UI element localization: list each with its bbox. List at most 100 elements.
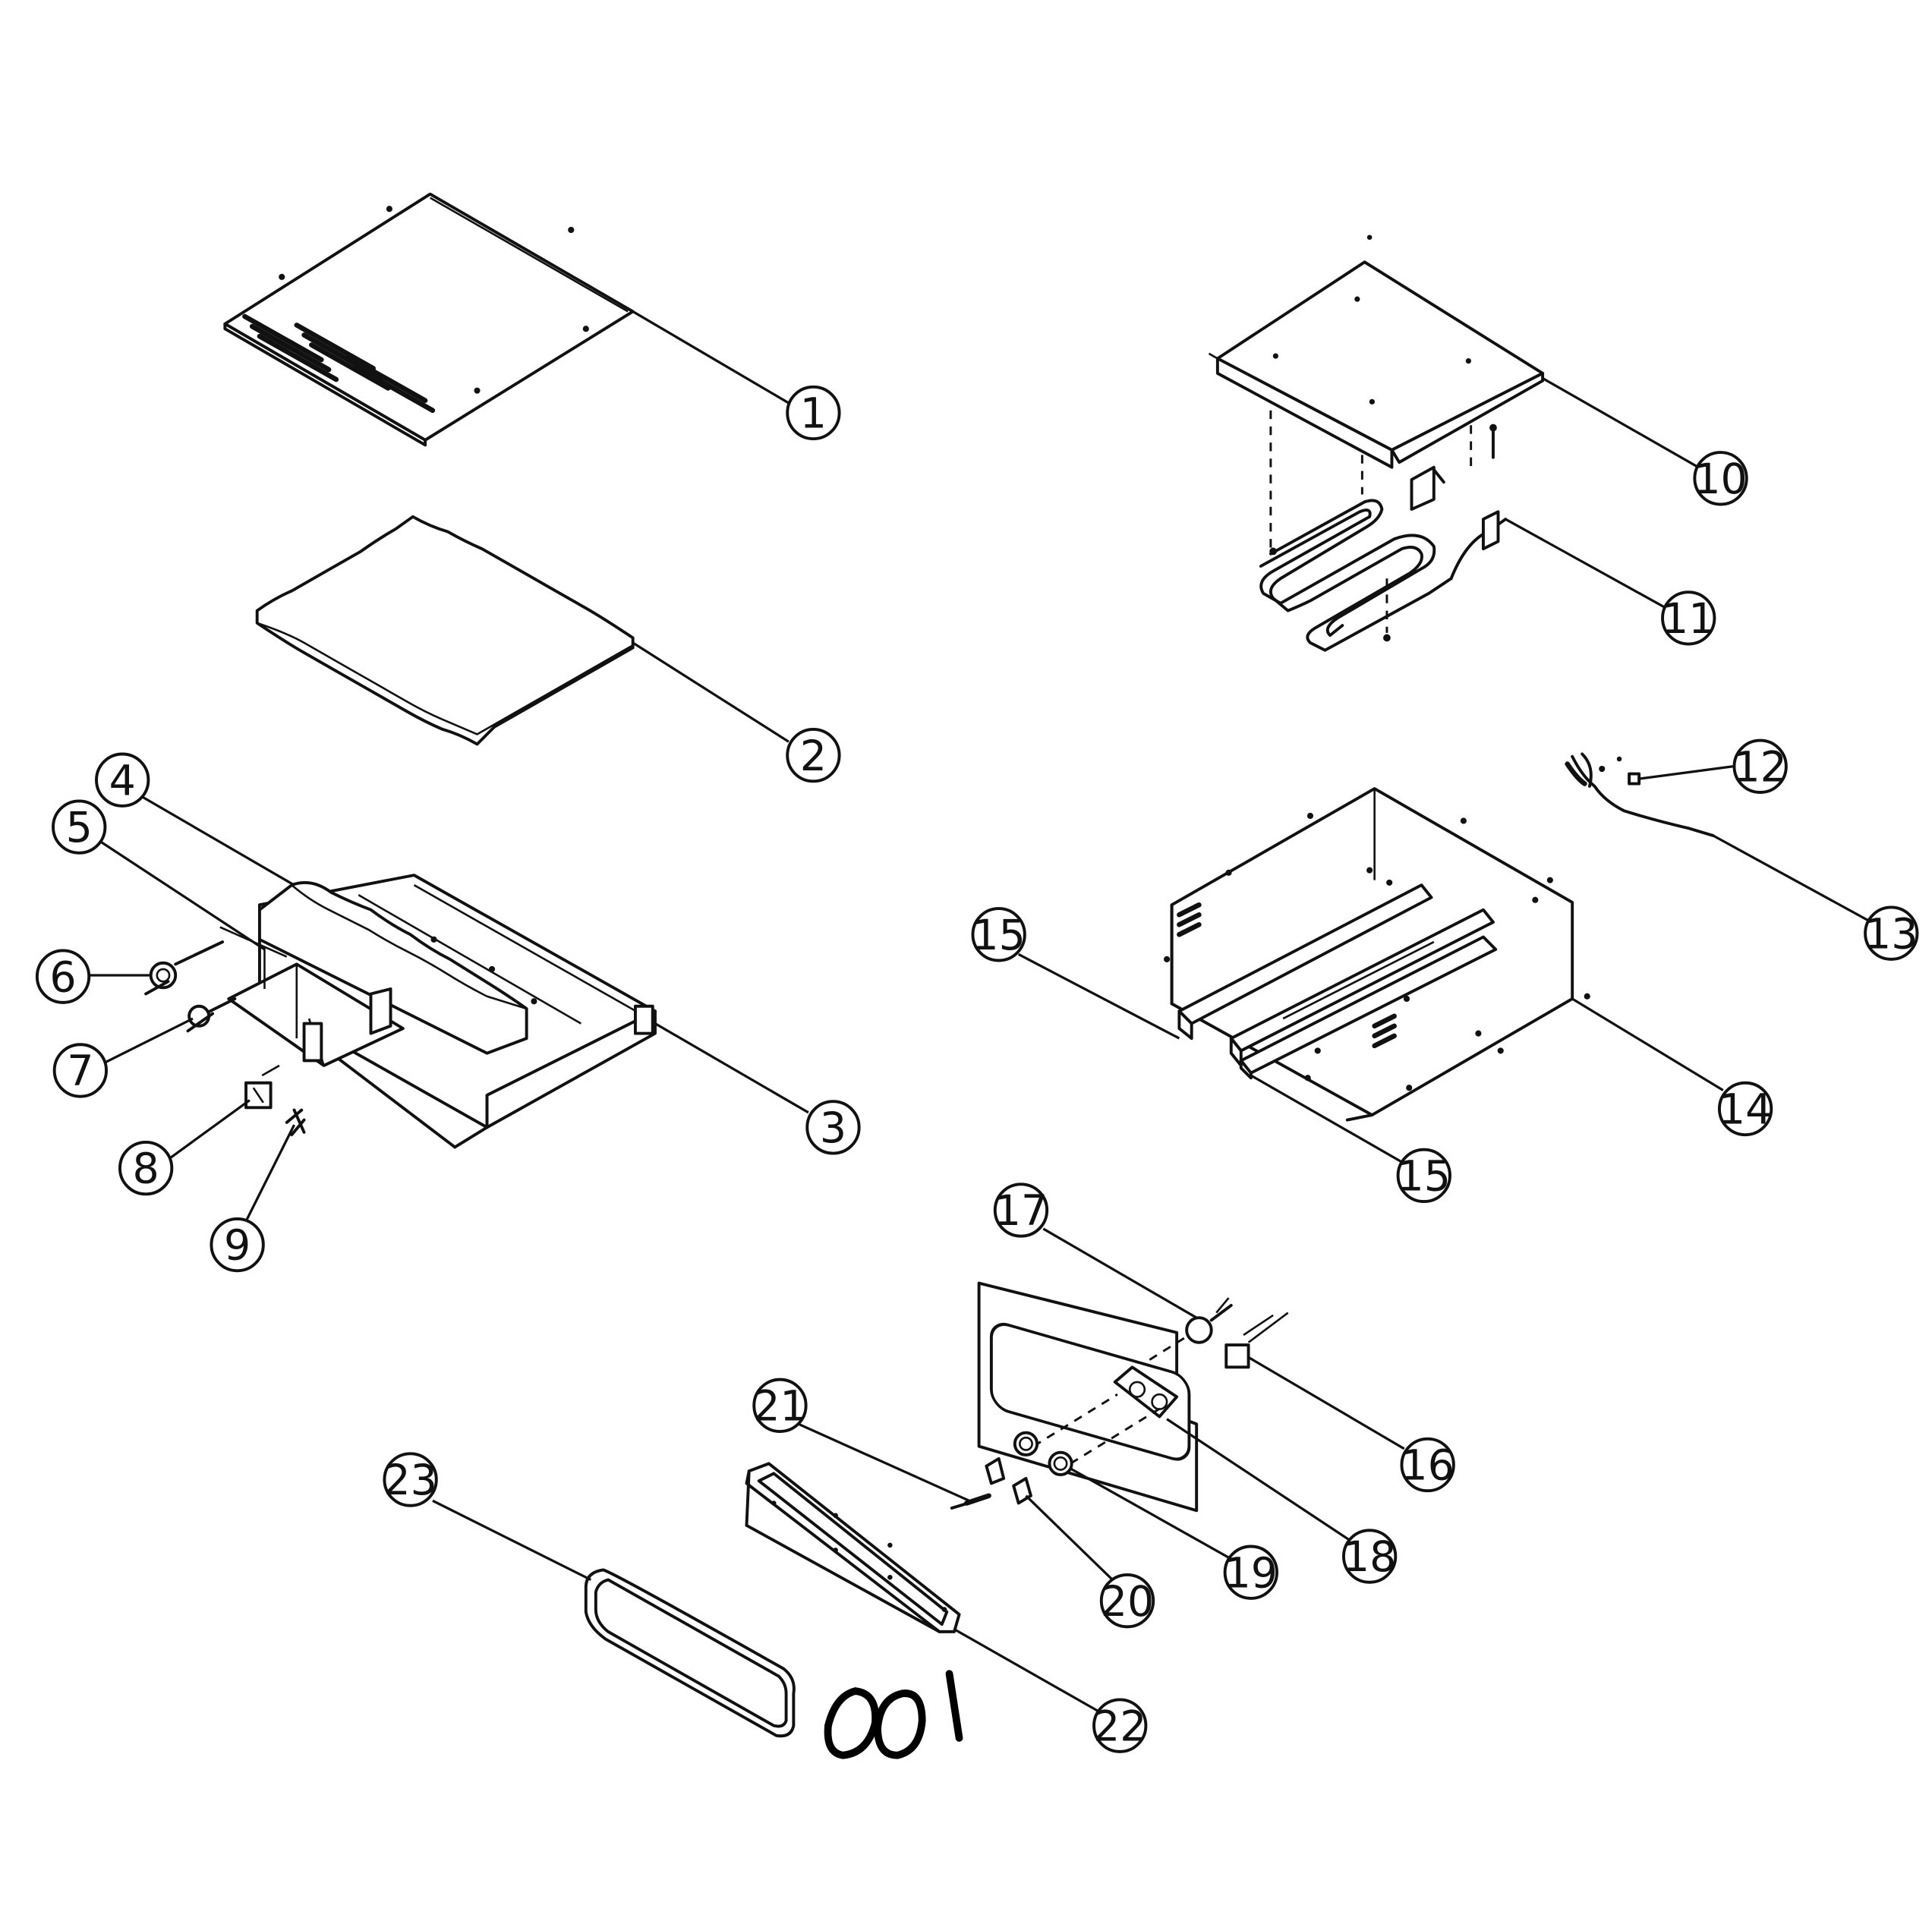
- callout-number: 3: [820, 1104, 846, 1153]
- callout-number: 15: [1398, 1153, 1451, 1201]
- callout-3: 3: [805, 1100, 861, 1155]
- part-16-timer-switch: [1224, 1312, 1289, 1369]
- part-11-heating-element: [1259, 465, 1508, 652]
- part-21-screw: [950, 1493, 991, 1510]
- callout-number: 18: [1343, 1533, 1396, 1582]
- callout-circle: [1661, 590, 1716, 646]
- part-2-insulation-pad: [255, 515, 635, 746]
- callout-22: 22: [1092, 1698, 1148, 1753]
- callout-number: 13: [1864, 910, 1918, 959]
- callout-number: 2: [800, 732, 827, 781]
- callout-12: 12: [1732, 738, 1788, 794]
- callout-11: 11: [1661, 590, 1716, 646]
- callout-5: 5: [52, 799, 107, 855]
- part-7-sensor-switch: [186, 997, 237, 1033]
- callout-circle: [95, 752, 150, 808]
- callout-circle: [118, 1140, 174, 1196]
- callout-circle: [1717, 1081, 1773, 1137]
- callout-number: 20: [1101, 1578, 1154, 1626]
- callout-8: 8: [118, 1140, 174, 1196]
- callout-15: 15: [1396, 1148, 1451, 1204]
- callout-10: 10: [1693, 451, 1748, 506]
- callout-13: 13: [1864, 905, 1919, 961]
- callout-6: 6: [35, 949, 91, 1004]
- handwritten-001-text: 001: [891, 1725, 894, 1727]
- part-5-shield-bracket: [227, 946, 405, 1067]
- callout-number: 7: [67, 1047, 93, 1096]
- callout-14: 14: [1717, 1081, 1773, 1137]
- callout-number: 15: [972, 912, 1025, 960]
- callout-circle: [1400, 1437, 1455, 1493]
- callout-number: 23: [383, 1456, 437, 1505]
- callout-number: 22: [1093, 1702, 1146, 1751]
- callout-number: 19: [1224, 1549, 1278, 1598]
- callout-number: 9: [224, 1222, 251, 1271]
- part-8-relay: [244, 1064, 280, 1110]
- part-6-thermostat: [144, 926, 288, 996]
- callout-number: 16: [1401, 1442, 1454, 1491]
- callout-23: 23: [383, 1452, 438, 1507]
- callout-number: 4: [109, 757, 136, 805]
- callout-circle: [35, 949, 91, 1004]
- leader-lines: [86, 310, 1872, 1712]
- callout-circle: [1396, 1148, 1451, 1204]
- callout-circle: [1092, 1698, 1148, 1753]
- callout-20: 20: [1099, 1573, 1155, 1629]
- handwritten-001-mark: 001: [824, 1670, 963, 1759]
- part-20-knob-insert: [985, 1456, 1032, 1505]
- part-13-wire-harness: [1565, 752, 1715, 837]
- callout-number: 5: [66, 804, 93, 852]
- callout-1: 1: [786, 385, 841, 441]
- part-12-wire-connector: [1599, 756, 1641, 786]
- part-1-top-cover-panel: [223, 192, 635, 447]
- callout-circle: [1693, 451, 1748, 506]
- part-17-selector-switch: [1149, 1297, 1233, 1361]
- callout-circle: [786, 385, 841, 441]
- callout-circle: [993, 1182, 1049, 1238]
- callout-number: 8: [133, 1145, 159, 1194]
- part-22-door-frame: [745, 1462, 961, 1633]
- part-14-oven-box: [1164, 787, 1590, 1122]
- part-15-rack-rail-lower: [1239, 935, 1498, 1080]
- callout-circle: [210, 1217, 265, 1273]
- part-9-terminal-clip: [285, 1108, 306, 1137]
- callout-circle: [52, 1043, 108, 1098]
- callout-number: 14: [1719, 1086, 1772, 1135]
- part-10-element-cover: [1208, 235, 1545, 633]
- callout-circle: [1099, 1573, 1155, 1629]
- callout-circle: [52, 799, 107, 855]
- callout-17: 17: [993, 1182, 1049, 1238]
- callout-number: 6: [49, 953, 76, 1002]
- callout-4: 4: [95, 752, 150, 808]
- callout-number: 10: [1694, 455, 1747, 504]
- callout-circle: [1223, 1545, 1278, 1600]
- callout-15: 15: [971, 907, 1026, 962]
- callout-circle: [805, 1100, 861, 1155]
- callout-number: 12: [1733, 743, 1786, 792]
- callout-number: 11: [1662, 595, 1715, 644]
- callout-9: 9: [210, 1217, 265, 1273]
- callout-7: 7: [52, 1043, 108, 1098]
- callout-number: 17: [994, 1187, 1048, 1236]
- callout-number: 21: [753, 1382, 806, 1431]
- callout-circle: [786, 727, 841, 783]
- callout-19: 19: [1223, 1545, 1278, 1600]
- part-23-door-gasket: [584, 1568, 796, 1738]
- callout-circle: [752, 1378, 808, 1433]
- callout-circle: [971, 907, 1026, 962]
- callout-circle: [1864, 905, 1919, 961]
- callout-number: 1: [800, 390, 827, 439]
- callout-circle: [1341, 1529, 1398, 1584]
- part-19-control-knob: [1013, 1431, 1073, 1476]
- callout-circle: [383, 1452, 438, 1507]
- callout-circle: [1732, 738, 1788, 794]
- callout-2: 2: [786, 727, 841, 783]
- callout-16: 16: [1400, 1437, 1455, 1493]
- part-4-heat-shield: [257, 880, 528, 1055]
- control-bracket: [1032, 1365, 1179, 1465]
- callout-18: 18: [1341, 1529, 1398, 1584]
- callout-21: 21: [752, 1378, 808, 1433]
